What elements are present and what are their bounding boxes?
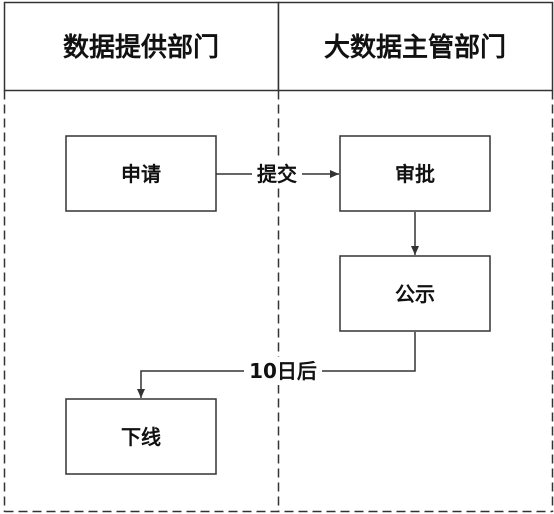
- node-approve: 审批: [339, 135, 491, 212]
- node-offline-box: [65, 398, 217, 475]
- node-approve-label: 审批: [395, 162, 435, 186]
- node-apply: 申请: [65, 135, 217, 212]
- node-offline-label: 下线: [121, 425, 161, 449]
- lane-header-right: [277, 1, 554, 92]
- node-apply-label: 申请: [121, 162, 161, 186]
- node-approve-box: [339, 135, 491, 212]
- lane-title-right: 大数据主管部门: [324, 33, 506, 63]
- node-publicize: 公示: [339, 255, 491, 332]
- node-apply-box: [65, 135, 217, 212]
- node-offline: 下线: [65, 398, 217, 475]
- lane-header-row: 数据提供部门 大数据主管部门: [3, 1, 554, 92]
- node-publicize-box: [339, 255, 491, 332]
- edge-label-bg-submit: [252, 160, 302, 188]
- edge-label-submit: 提交: [257, 162, 297, 186]
- edge-label-bg-after-10-days: [244, 357, 322, 385]
- edge-label-after-10-days: 10日后: [249, 359, 317, 383]
- lane-header-left: [3, 1, 280, 92]
- node-publicize-label: 公示: [395, 282, 435, 306]
- lane-title-left: 数据提供部门: [63, 33, 219, 63]
